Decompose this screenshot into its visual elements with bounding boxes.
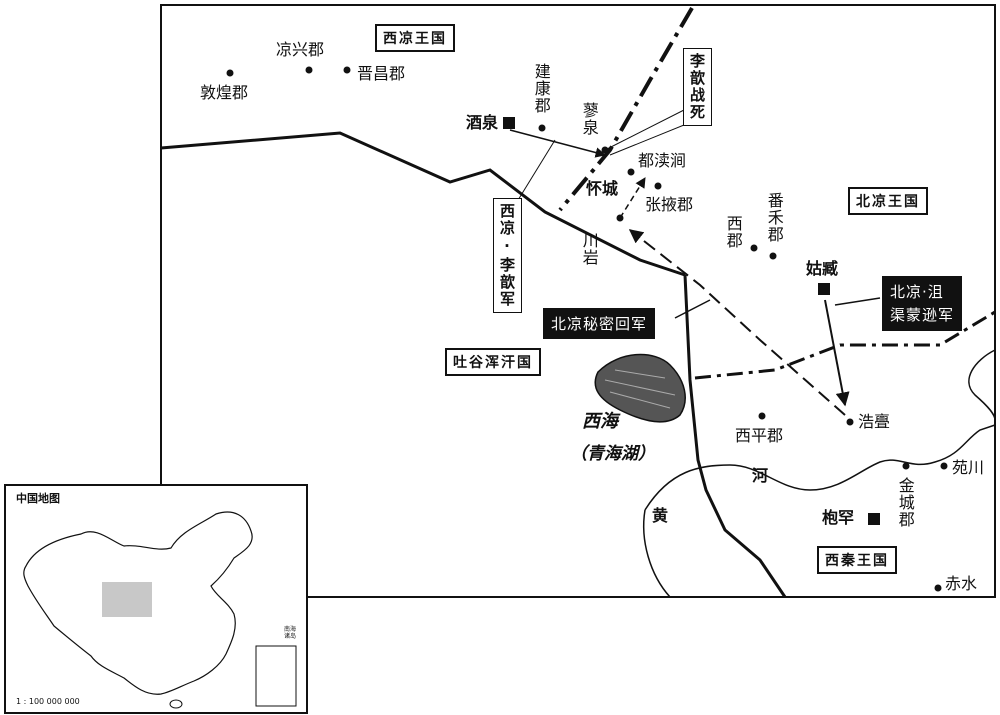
place-huaicheng: 怀城 <box>586 179 619 198</box>
place-xiping: 西平郡 <box>735 426 784 445</box>
yellow-river <box>644 424 996 511</box>
border-beiliang-xiqin <box>694 310 996 380</box>
place-jincheng: 金城郡 <box>895 477 915 528</box>
place-jinchang: 晋昌郡 <box>357 64 406 83</box>
callout-beiliang-army-line1: 北凉·沮 <box>890 283 944 301</box>
place-jiuquan: 酒泉 <box>466 113 499 132</box>
qinghai-lake <box>594 353 686 423</box>
callout-beiliang-secret: 北凉秘密回军 <box>543 308 656 339</box>
callout-xiliang-army: 西凉·李歆军 <box>493 198 522 313</box>
inset-south-sea-label: 南海诸岛 <box>284 626 297 640</box>
place-dunhuang: 敦煌郡 <box>200 83 249 102</box>
border-tuyuhun-east <box>683 274 787 598</box>
kingdom-tuyuhun: 吐谷浑汗国 <box>445 348 541 376</box>
place-fanhe: 番禾郡 <box>764 192 784 243</box>
city-square-icon <box>503 117 880 525</box>
town-dot-icon <box>226 66 948 592</box>
inset-title: 中国地图 <box>16 492 60 505</box>
inset-scale: 1 : 100 000 000 <box>16 697 80 706</box>
callout-li-xin-killed: 李歆战死 <box>683 48 712 126</box>
place-liaoquan: 蓼泉 <box>579 102 599 136</box>
place-qinghai: （青海湖） <box>570 444 655 464</box>
beiliang-secret-return <box>628 229 846 416</box>
place-haomen: 浩亹 <box>858 412 891 431</box>
border-tuyuhun-north <box>160 131 686 277</box>
place-xihai: 西海 <box>582 411 618 432</box>
yellow-river-west <box>643 509 671 598</box>
kingdom-beiliang: 北凉王国 <box>848 187 928 215</box>
place-he: 河 <box>752 466 769 485</box>
inset-highlight-region <box>102 582 152 617</box>
xiliang-march-arrow <box>509 129 607 158</box>
place-xijun: 西郡 <box>723 215 743 249</box>
china-outline <box>23 511 297 709</box>
river-east <box>968 349 996 421</box>
inset-china-map: 中国地图 南海诸岛 1 : 100 000 000 <box>4 484 308 714</box>
place-dujuanjian: 都渎涧 <box>638 151 687 170</box>
callout-beiliang-army: 北凉·沮 渠蒙逊军 <box>882 276 963 331</box>
place-jiankang: 建康郡 <box>531 63 551 114</box>
place-chishui: 赤水 <box>945 574 978 593</box>
place-liangxing: 凉兴郡 <box>276 40 325 59</box>
beiliang-army-arrow <box>824 299 850 407</box>
place-yuanchuan: 苑川 <box>952 458 985 477</box>
place-zhangye: 张掖郡 <box>645 195 694 214</box>
place-chuanyan: 川岩 <box>579 232 599 266</box>
border-xiliang-beiliang <box>558 6 694 212</box>
callout-beiliang-army-line2: 渠蒙逊军 <box>890 305 955 324</box>
place-huang: 黄 <box>652 506 669 525</box>
place-fuhan: 枹罕 <box>822 508 855 527</box>
kingdom-xiliang: 西凉王国 <box>375 24 455 52</box>
beiliang-march-dashed <box>619 177 646 219</box>
kingdom-xiqin: 西秦王国 <box>817 546 897 574</box>
place-guzang: 姑臧 <box>806 259 839 278</box>
